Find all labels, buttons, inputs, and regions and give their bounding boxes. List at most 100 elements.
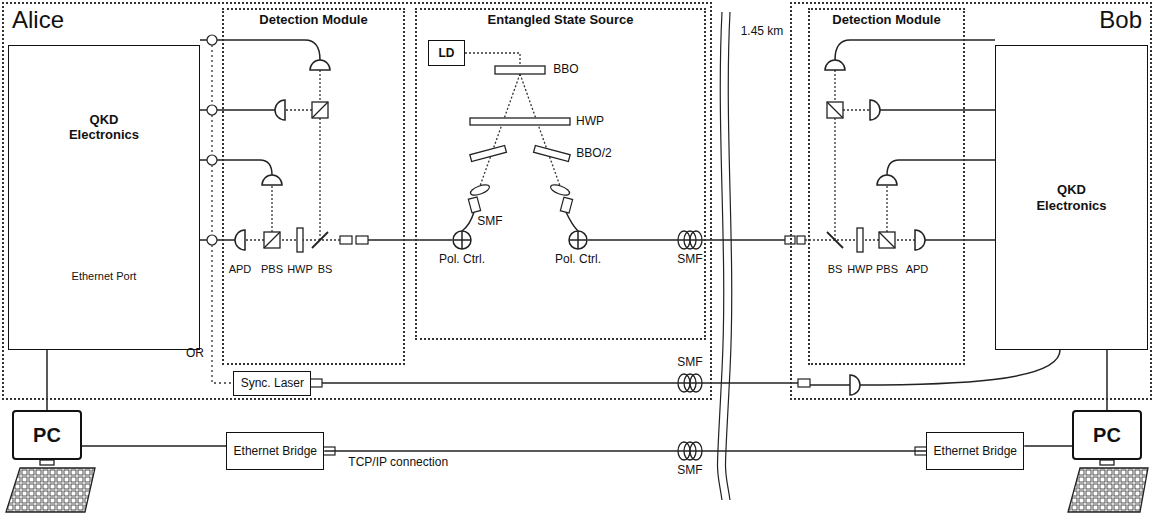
ethernet-bridge-box: Ethernet Bridge xyxy=(226,432,324,470)
part-label: OR xyxy=(186,346,204,360)
fiber-connector xyxy=(798,379,810,387)
wire-junction xyxy=(207,35,217,245)
beam-path xyxy=(319,70,320,240)
polarizing-beam-splitter xyxy=(879,232,895,248)
fiber-connector xyxy=(310,379,322,387)
node-title: PC xyxy=(1093,423,1121,447)
half-wave-plate xyxy=(857,228,863,252)
or-sync-link xyxy=(212,40,236,383)
beam-splitter xyxy=(312,232,328,248)
polarizing-beam-splitter xyxy=(312,102,328,118)
node-title: PC xyxy=(33,423,61,447)
sync-laser-box: Sync. Laser xyxy=(233,371,311,396)
pc-stand xyxy=(1100,460,1114,465)
half-wave-plate xyxy=(297,228,303,252)
fiber-connector xyxy=(340,236,352,244)
part-label: Pol. Ctrl. xyxy=(555,252,601,266)
cable-connector xyxy=(1106,350,1108,410)
photodetector xyxy=(235,230,245,250)
photodetector xyxy=(262,175,282,185)
part-label: APD xyxy=(229,262,252,276)
site-region: AliceQKD ElectronicsEthernet PortDetecti… xyxy=(2,2,712,400)
ethernet-bridge-box: Ethernet Bridge xyxy=(926,432,1024,470)
part-label: HWP xyxy=(847,262,873,276)
cable-connector xyxy=(46,350,48,410)
fiber-break xyxy=(718,12,732,500)
fiber-coil xyxy=(690,231,702,249)
site-region: BobDetection ModuleQKD Electronics xyxy=(790,2,1152,400)
beam-path xyxy=(285,109,312,110)
polarization-controller xyxy=(453,231,471,249)
polarizing-beam-splitter xyxy=(264,232,280,248)
part-label: 1.45 km xyxy=(741,24,784,38)
part-label: SMF xyxy=(677,355,702,369)
node-title: Ethernet Bridge xyxy=(934,444,1017,458)
part-label: HWP xyxy=(576,114,604,128)
bbo-crystal xyxy=(470,145,507,161)
photodetector xyxy=(915,230,925,250)
photodetector xyxy=(310,60,330,70)
or-sync-link xyxy=(212,40,236,383)
polarizing-beam-splitter xyxy=(827,102,843,118)
connection-label: TCP/IP connection xyxy=(346,455,450,469)
part-label: BS xyxy=(828,262,843,276)
beam-splitter xyxy=(312,232,843,248)
beam-path xyxy=(245,239,340,240)
fiber xyxy=(322,382,798,384)
fiber-connector xyxy=(797,236,805,244)
module-region: Detection Module xyxy=(808,8,965,365)
fiber-break xyxy=(726,12,732,500)
lens-coupler xyxy=(549,183,571,197)
node-title: Entangled State Source xyxy=(425,12,696,28)
keyboard xyxy=(6,468,1148,512)
laser-diode-box: LD xyxy=(428,40,465,66)
node-title: LD xyxy=(439,46,455,60)
beam-path xyxy=(480,74,520,186)
part-label: SMF xyxy=(677,463,702,477)
wire-junction xyxy=(207,35,217,45)
signal-wire xyxy=(887,160,995,175)
part-label: BBO/2 xyxy=(576,146,611,160)
node-title: Detection Module xyxy=(232,12,395,28)
fiber xyxy=(368,239,452,241)
part-label: BS xyxy=(318,262,333,276)
polarizing-beam-splitter xyxy=(312,102,328,118)
photodetector xyxy=(235,60,925,395)
pc-monitor: PC xyxy=(12,410,82,460)
module-region: Entangled State SourceLD xyxy=(415,8,706,340)
beam-path xyxy=(843,109,870,110)
signal-wire xyxy=(200,40,1060,385)
lens-coupler xyxy=(468,197,480,213)
part-label: PBS xyxy=(876,262,898,276)
part-label: HWP xyxy=(287,262,313,276)
fiber-coil xyxy=(678,231,702,460)
wire-junction xyxy=(207,155,217,165)
polarization-controller xyxy=(453,231,471,249)
cable-connector xyxy=(1024,445,1072,447)
port-label: Ethernet Port xyxy=(72,270,137,283)
half-wave-plate xyxy=(297,118,863,252)
polarizing-beam-splitter xyxy=(264,102,895,248)
node-title: Ethernet Bridge xyxy=(234,444,317,458)
node-title: Detection Module xyxy=(818,12,955,28)
bbo-crystal xyxy=(470,66,570,162)
photodetector xyxy=(850,375,860,395)
part-label: SMF xyxy=(477,214,502,228)
node-title: QKD Electronics xyxy=(1027,182,1117,213)
fiber-break xyxy=(718,12,724,500)
lens-coupler xyxy=(469,183,491,197)
keyboard xyxy=(1068,468,1148,512)
keyboard xyxy=(6,468,95,512)
polarizing-beam-splitter xyxy=(827,102,843,118)
part-label: PBS xyxy=(261,262,283,276)
electronics-box: QKD Electronics xyxy=(995,45,1148,350)
beam-path xyxy=(834,70,835,240)
node-title: QKD Electronics xyxy=(59,112,149,143)
lens-coupler xyxy=(560,197,572,213)
fiber xyxy=(566,212,578,231)
signal-wire xyxy=(880,109,995,111)
fiber-coil xyxy=(690,374,702,392)
cable-connector xyxy=(82,445,226,447)
part-label: Pol. Ctrl. xyxy=(439,252,485,266)
